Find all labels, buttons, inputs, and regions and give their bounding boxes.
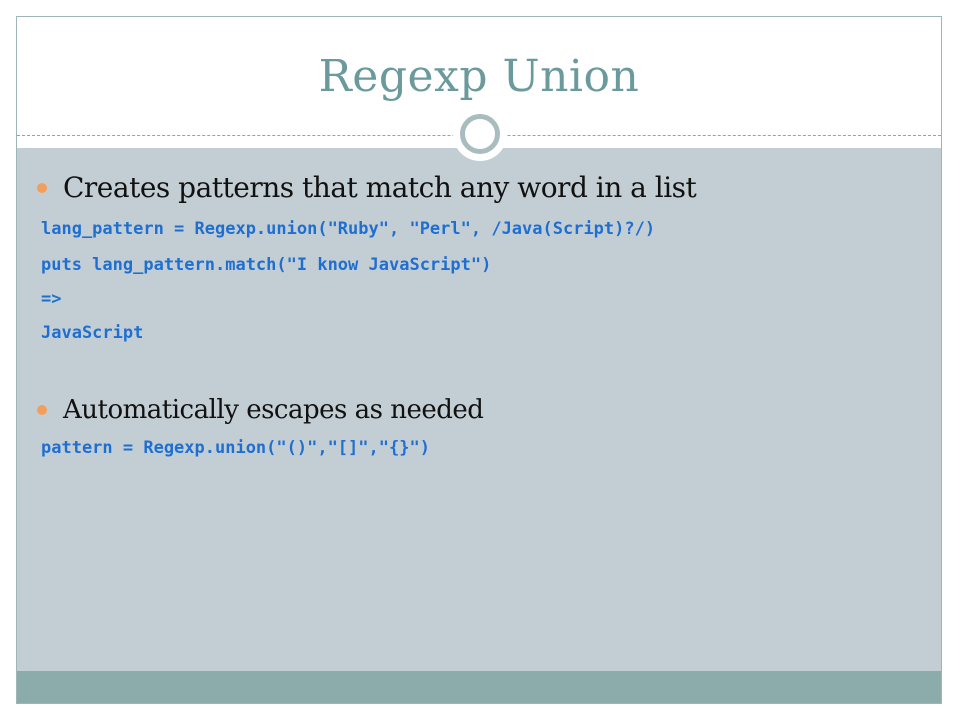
ring-inner-circle [460, 114, 500, 154]
bullet-item: Automatically escapes as needed [37, 395, 484, 425]
code-line: puts lang_pattern.match("I know JavaScri… [41, 255, 492, 275]
content-area [17, 148, 941, 671]
footer-band [17, 671, 941, 703]
slide: Regexp Union Creates patterns that match… [16, 16, 942, 704]
bullet-dot-icon [37, 182, 47, 193]
bullet-dot-icon [37, 405, 47, 415]
slide-title: Regexp Union [318, 51, 640, 102]
bullet-item: Creates patterns that match any word in … [37, 171, 697, 204]
bullet-text: Automatically escapes as needed [63, 395, 484, 425]
code-line: => [41, 289, 62, 309]
code-line: pattern = Regexp.union("()","[]","{}") [41, 438, 430, 458]
code-line: lang_pattern = Regexp.union("Ruby", "Per… [41, 219, 656, 239]
ring-icon [453, 107, 507, 161]
bullet-text: Creates patterns that match any word in … [63, 171, 697, 204]
code-line: JavaScript [41, 323, 144, 343]
